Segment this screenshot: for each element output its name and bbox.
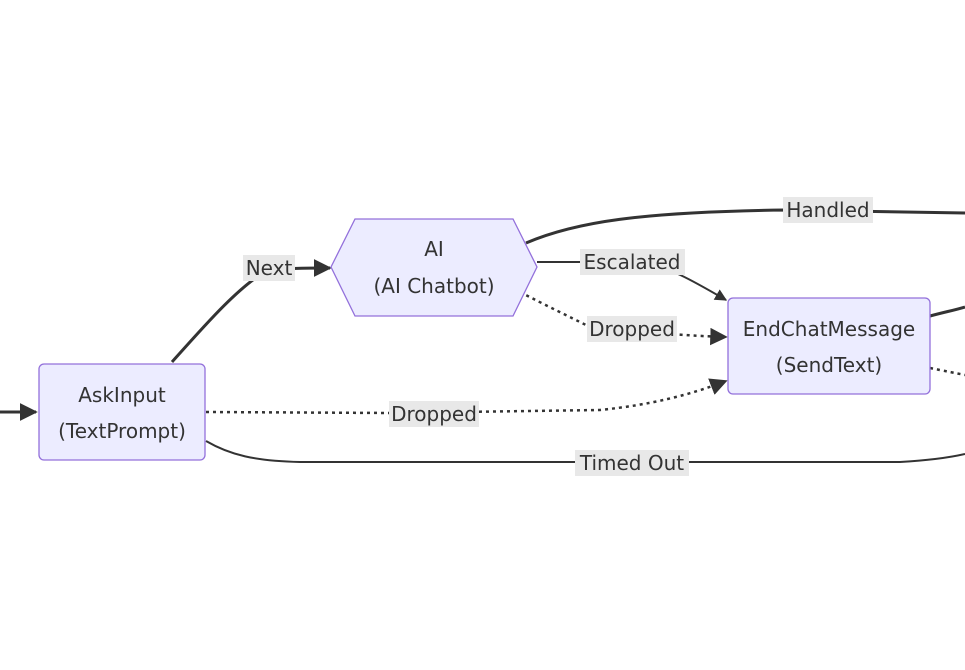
svg-text:AI: AI [424,237,444,261]
edge-next [170,259,332,363]
label-escalated: Escalated [580,249,685,275]
svg-text:(AI Chatbot): (AI Chatbot) [373,274,494,298]
svg-text:Dropped: Dropped [589,317,675,341]
node-ai[interactable]: AI (AI Chatbot) [330,218,538,317]
edge-endchat-out [929,305,965,318]
node-end-chat-message[interactable]: EndChatMessage (SendText) [727,297,931,395]
edge-dropped-ask [205,378,728,415]
label-handled: Handled [783,197,873,223]
svg-text:AskInput: AskInput [78,383,166,407]
label-dropped-ai: Dropped [587,316,677,342]
edge-endchat-out-dotted [929,366,965,377]
svg-text:Handled: Handled [786,198,869,222]
edge-dropped-ai [519,290,728,346]
svg-text:EndChatMessage: EndChatMessage [743,317,915,341]
label-dropped-ask: Dropped [389,401,479,427]
edge-timed-out [205,440,965,463]
svg-text:Timed Out: Timed Out [579,451,684,475]
svg-text:Next: Next [246,256,293,280]
node-ask-input[interactable]: AskInput (TextPrompt) [38,363,206,461]
svg-text:Escalated: Escalated [584,250,681,274]
svg-text:(TextPrompt): (TextPrompt) [58,419,186,443]
svg-text:(SendText): (SendText) [776,353,882,377]
svg-text:Dropped: Dropped [391,402,477,426]
label-timed-out: Timed Out [575,450,689,476]
edge-handled [525,208,965,245]
label-next: Next [243,255,295,281]
